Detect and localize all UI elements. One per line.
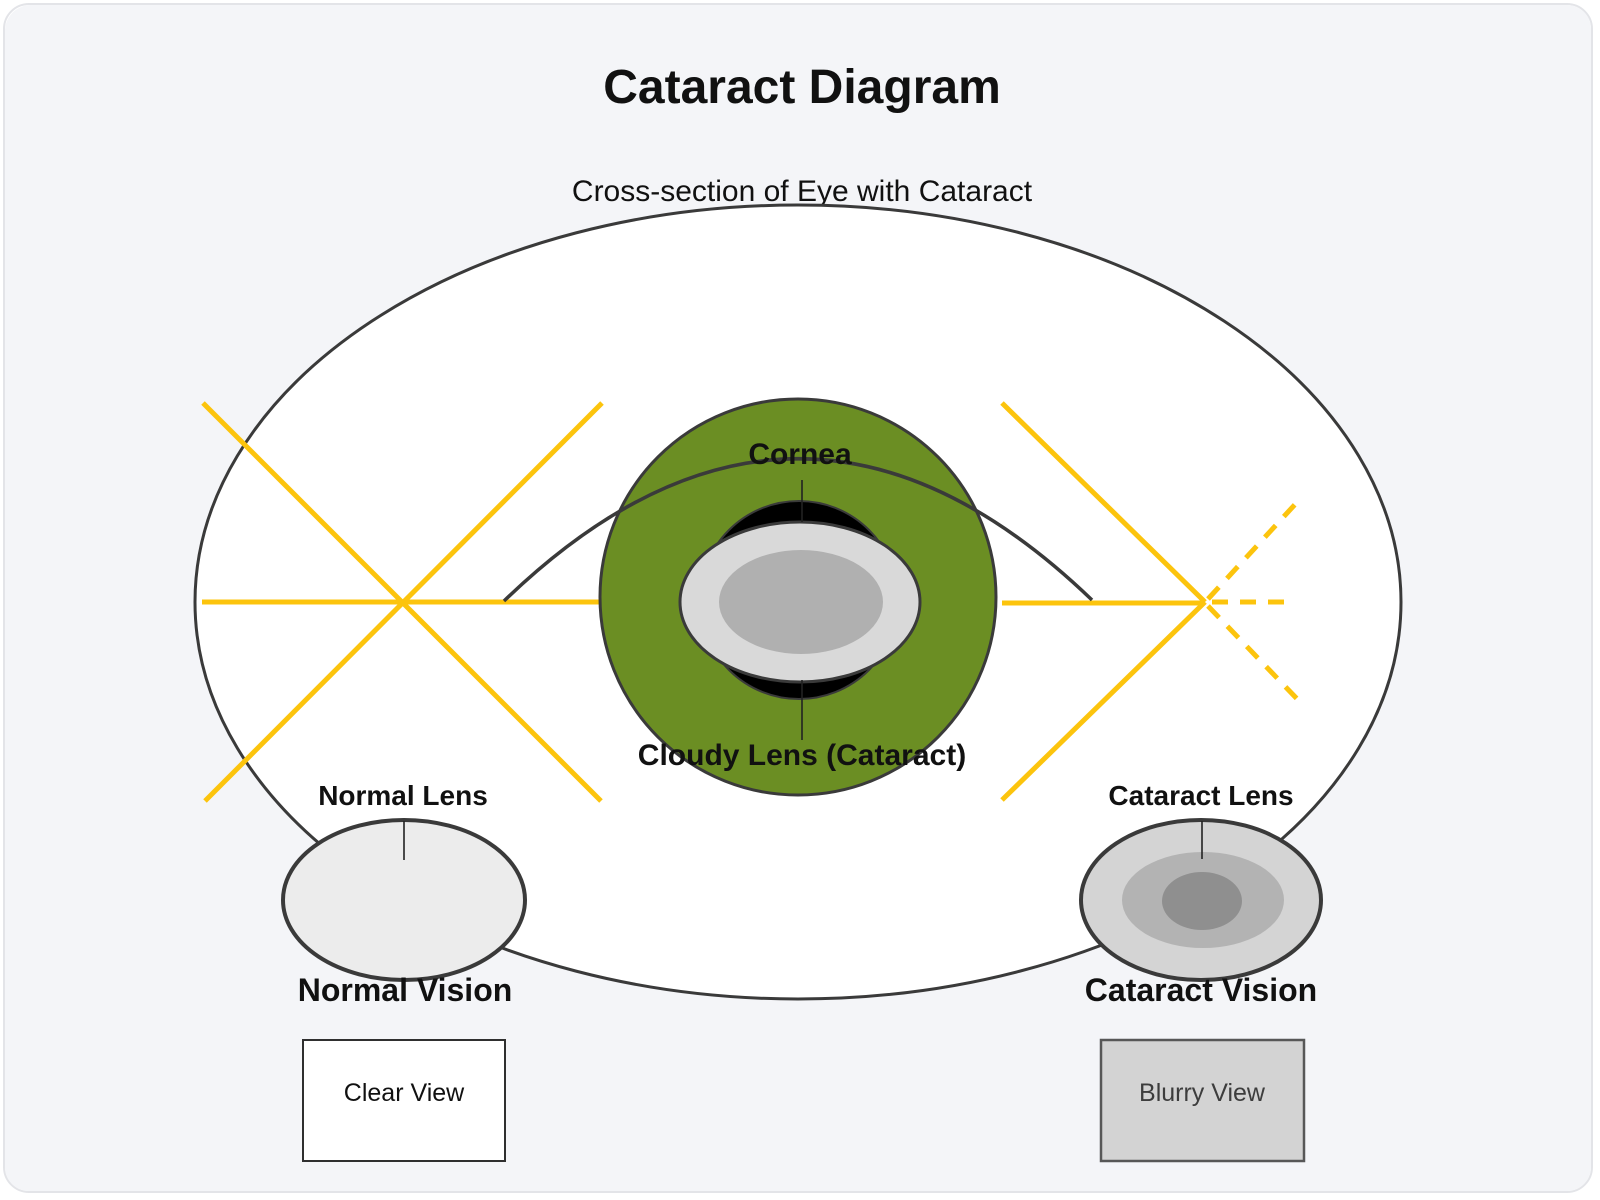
- cloudy-lens-label: Cloudy Lens (Cataract): [638, 739, 966, 772]
- clear-view-box: [302, 1039, 506, 1162]
- scattered-light-rays: [1206, 497, 1303, 705]
- cataract-vision-label: Cataract Vision: [1085, 972, 1317, 1008]
- cornea-label: Cornea: [748, 438, 852, 471]
- incoming-light-rays: [201, 401, 604, 803]
- normal-lens-label: Normal Lens: [318, 780, 488, 811]
- focused-light-rays: [1000, 401, 1207, 802]
- clear-view-label: Clear View: [344, 1079, 465, 1107]
- scattered-ray-up: [1206, 497, 1302, 601]
- blurry-view-box: [1099, 1038, 1306, 1163]
- cloudy-lens-inner: [719, 550, 883, 654]
- page-subtitle: Cross-section of Eye with Cataract: [572, 175, 1033, 208]
- scattered-ray-down: [1206, 604, 1303, 705]
- cataract-lens-inner: [1162, 872, 1242, 930]
- page-title: Cataract Diagram: [603, 61, 1001, 114]
- cataract-diagram: Cataract Diagram Cross-section of Eye wi…: [5, 5, 1591, 1191]
- cataract-lens-label: Cataract Lens: [1108, 780, 1293, 811]
- focused-ray-bottom: [1000, 600, 1207, 802]
- page-card: Cataract Diagram Cross-section of Eye wi…: [3, 3, 1593, 1193]
- blurry-view-label: Blurry View: [1139, 1079, 1266, 1107]
- normal-vision-label: Normal Vision: [298, 972, 513, 1008]
- normal-lens-ellipse: [281, 818, 527, 982]
- focused-ray-top: [1000, 401, 1207, 604]
- cornea-arc: [502, 457, 1094, 603]
